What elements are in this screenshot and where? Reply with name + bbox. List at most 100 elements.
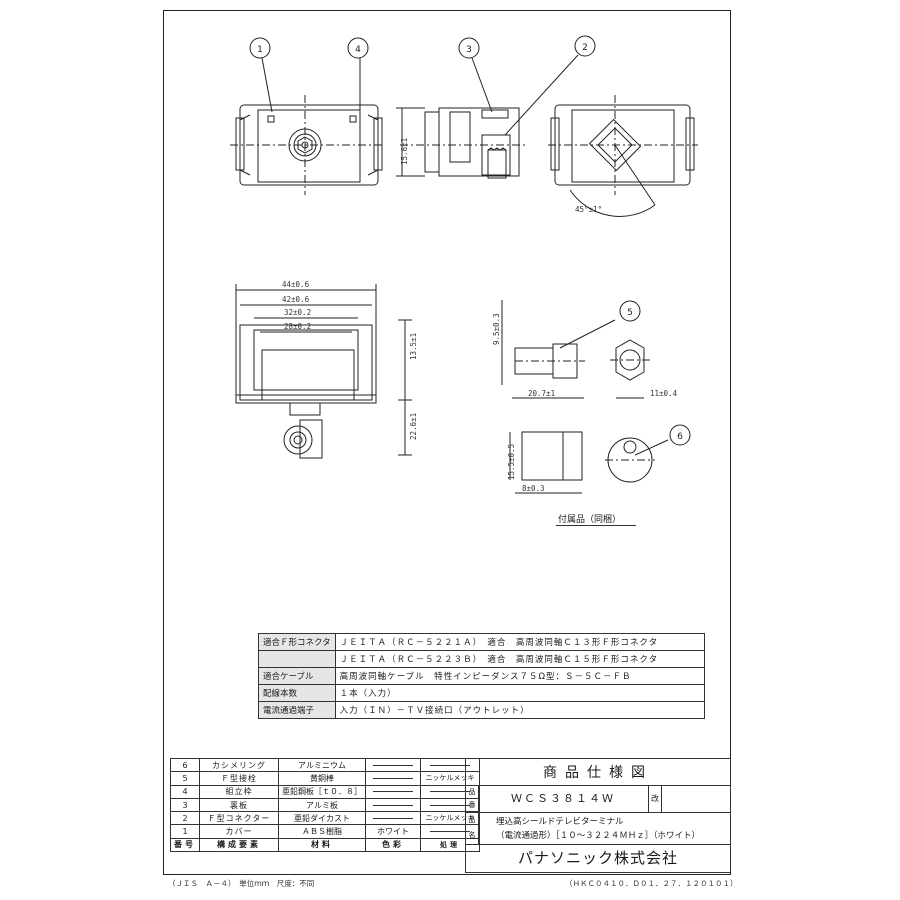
- dim-42: 42±0.6: [282, 295, 310, 304]
- dim-9-5: 9.5±0.3: [492, 313, 501, 345]
- part-color: [365, 771, 421, 786]
- accessory-label: 付属品（同梱）: [558, 515, 622, 525]
- parts-row: 5 Ｆ型接栓 黄銅棒 ニッケルメッキ: [170, 771, 480, 786]
- spec-label: 電流通過端子: [258, 701, 336, 719]
- callout-1: [249, 37, 271, 59]
- part-no: 6: [170, 757, 200, 773]
- model-row: 品番 ＷＣＳ３８１４Ｗ 改: [465, 786, 731, 813]
- dim-13: 13.5±1: [409, 333, 418, 360]
- product-name-line2: （電流通過形）［１０～３２２４ＭＨｚ］（ホワイト）: [496, 831, 701, 841]
- part-name: カバー: [199, 824, 279, 839]
- part-name: Ｆ型コネクター: [199, 811, 279, 826]
- part-color: [365, 784, 421, 799]
- spec-row: ＪＥＩＴＡ（ＲＣ－５２２３Ｂ） 適合 高周波同軸Ｃ１５形Ｆ形コネクタ: [258, 650, 705, 668]
- name-side-label: 品名: [466, 813, 479, 844]
- part-material: 亜鉛ダイカスト: [278, 811, 366, 826]
- front-view: [230, 95, 385, 195]
- company-name: パナソニック株式会社: [465, 845, 731, 873]
- part-no: 3: [170, 797, 200, 813]
- dim-22-6: 22.6±1: [409, 413, 418, 440]
- parts-row: 6 カシメリング アルミニウム: [170, 757, 480, 773]
- dim-20-7: 20.7±1: [528, 389, 555, 398]
- part-name: カシメリング: [199, 757, 279, 773]
- callout-5-label: 5: [627, 308, 633, 318]
- parts-header-no: 番号: [170, 837, 200, 853]
- part-material: ＡＢＳ樹脂: [278, 824, 366, 839]
- spec-table: 適合Ｆ形コネクタ ＪＥＩＴＡ（ＲＣ－５２２１Ａ） 適合 高周波同軸Ｃ１３形Ｆ形コ…: [258, 633, 705, 719]
- parts-row: 2 Ｆ型コネクター 亜鉛ダイカスト ニッケルメッキ: [170, 811, 480, 826]
- spec-value: １本（入力）: [334, 684, 705, 702]
- part-color: [365, 811, 421, 826]
- parts-table: 6 カシメリング アルミニウム 5 Ｆ型接栓 黄銅棒 ニッケルメッキ 4 組立枠…: [170, 757, 480, 853]
- part-no: 4: [170, 784, 200, 799]
- parts-header-material: 材料: [278, 837, 366, 853]
- callout-3: [458, 37, 480, 59]
- part-material: 黄銅棒: [278, 771, 366, 786]
- footer-standard: （ＪＩＳ Ａ－４） 単位ｍｍ 尺度：不同: [168, 879, 315, 888]
- part-no: 5: [170, 771, 200, 786]
- callout-5: [619, 300, 641, 322]
- title-block: 商品仕様図 品番 ＷＣＳ３８１４Ｗ 改 品名 埋込高シールドテレビターミナル （…: [465, 758, 731, 873]
- dim-28: 28±0.2: [284, 322, 311, 331]
- spec-row: 配線本数 １本（入力）: [258, 684, 705, 702]
- dim-11: 11±0.4: [650, 389, 678, 398]
- callout-2: [574, 35, 596, 57]
- rear-view: [548, 95, 698, 217]
- parts-row: 1 カバー ＡＢＳ樹脂 ホワイト: [170, 824, 480, 839]
- model-side-label: 品番: [466, 786, 479, 812]
- accessory-underline: [556, 525, 636, 526]
- ring-view: [509, 431, 669, 494]
- part-name: Ｆ型接栓: [199, 771, 279, 786]
- callout-3-label: 3: [466, 45, 472, 55]
- dim-44: 44±0.6: [282, 280, 310, 289]
- spec-value: 高周波同軸ケーブル 特性インピーダンス７５Ω型：Ｓ－５Ｃ－ＦＢ: [334, 667, 705, 685]
- side-view: [396, 107, 525, 179]
- part-name: 組立枠: [199, 784, 279, 799]
- spec-value: ＪＥＩＴＡ（ＲＣ－５２２１Ａ） 適合 高周波同軸Ｃ１３形Ｆ形コネクタ: [334, 633, 705, 651]
- dim-15-6: 15.6±1: [400, 138, 409, 165]
- f-connector-view: [501, 300, 650, 399]
- callout-4: [347, 37, 369, 59]
- part-material: アルミ板: [278, 797, 366, 813]
- revision-label: 改: [648, 786, 662, 812]
- part-color: [365, 797, 421, 813]
- dim-8: 8±0.3: [522, 484, 545, 493]
- dim-32: 32±0.2: [284, 308, 311, 317]
- part-no: 1: [170, 824, 200, 839]
- part-name: 裏板: [199, 797, 279, 813]
- dim-15-5: 15.5±0.5: [507, 444, 516, 480]
- drawing-frame: [163, 10, 731, 875]
- parts-header-row: 番号 構成要素 材料 色彩 処理: [170, 837, 480, 853]
- callout-2-label: 2: [582, 43, 588, 53]
- spec-value: ＪＥＩＴＡ（ＲＣ－５２２３Ｂ） 適合 高周波同軸Ｃ１５形Ｆ形コネクタ: [334, 650, 705, 668]
- spec-row: 適合Ｆ形コネクタ ＪＥＩＴＡ（ＲＣ－５２２１Ａ） 適合 高周波同軸Ｃ１３形Ｆ形コ…: [258, 633, 705, 651]
- dim-45: 45°±1°: [575, 205, 602, 214]
- plan-view: [235, 284, 412, 459]
- callout-6: [669, 424, 691, 446]
- spec-label: 適合ケーブル: [258, 667, 336, 685]
- callout-1-label: 1: [257, 45, 263, 55]
- parts-row: 3 裏板 アルミ板: [170, 797, 480, 813]
- parts-header-name: 構成要素: [199, 837, 279, 853]
- part-no: 2: [170, 811, 200, 826]
- spec-label: 配線本数: [258, 684, 336, 702]
- callout-4-label: 4: [355, 45, 361, 55]
- parts-header-color: 色彩: [365, 837, 421, 853]
- model-number: ＷＣＳ３８１４Ｗ: [511, 792, 615, 805]
- part-material: アルミニウム: [278, 757, 366, 773]
- product-name-line1: 埋込高シールドテレビターミナル: [496, 817, 624, 827]
- footer-code: （ＨＫＣ０４１０．Ｄ０１．２７．１２０１０１）: [565, 879, 738, 888]
- spec-row: 適合ケーブル 高周波同軸ケーブル 特性インピーダンス７５Ω型：Ｓ－５Ｃ－ＦＢ: [258, 667, 705, 685]
- spec-value: 入力（ＩＮ）－ＴＶ接続口（アウトレット）: [334, 701, 705, 719]
- parts-row: 4 組立枠 亜鉛鋼板［ｔ０．８］: [170, 784, 480, 799]
- spec-label: [258, 650, 336, 668]
- part-material: 亜鉛鋼板［ｔ０．８］: [278, 784, 366, 799]
- part-color: ホワイト: [365, 824, 421, 839]
- drawing-title: 商品仕様図: [465, 758, 731, 786]
- part-color: [365, 757, 421, 773]
- product-name-row: 品名 埋込高シールドテレビターミナル （電流通過形）［１０～３２２４ＭＨｚ］（ホ…: [465, 813, 731, 845]
- callout-6-label: 6: [677, 432, 683, 442]
- spec-label: 適合Ｆ形コネクタ: [258, 633, 336, 651]
- spec-row: 電流通過端子 入力（ＩＮ）－ＴＶ接続口（アウトレット）: [258, 701, 705, 719]
